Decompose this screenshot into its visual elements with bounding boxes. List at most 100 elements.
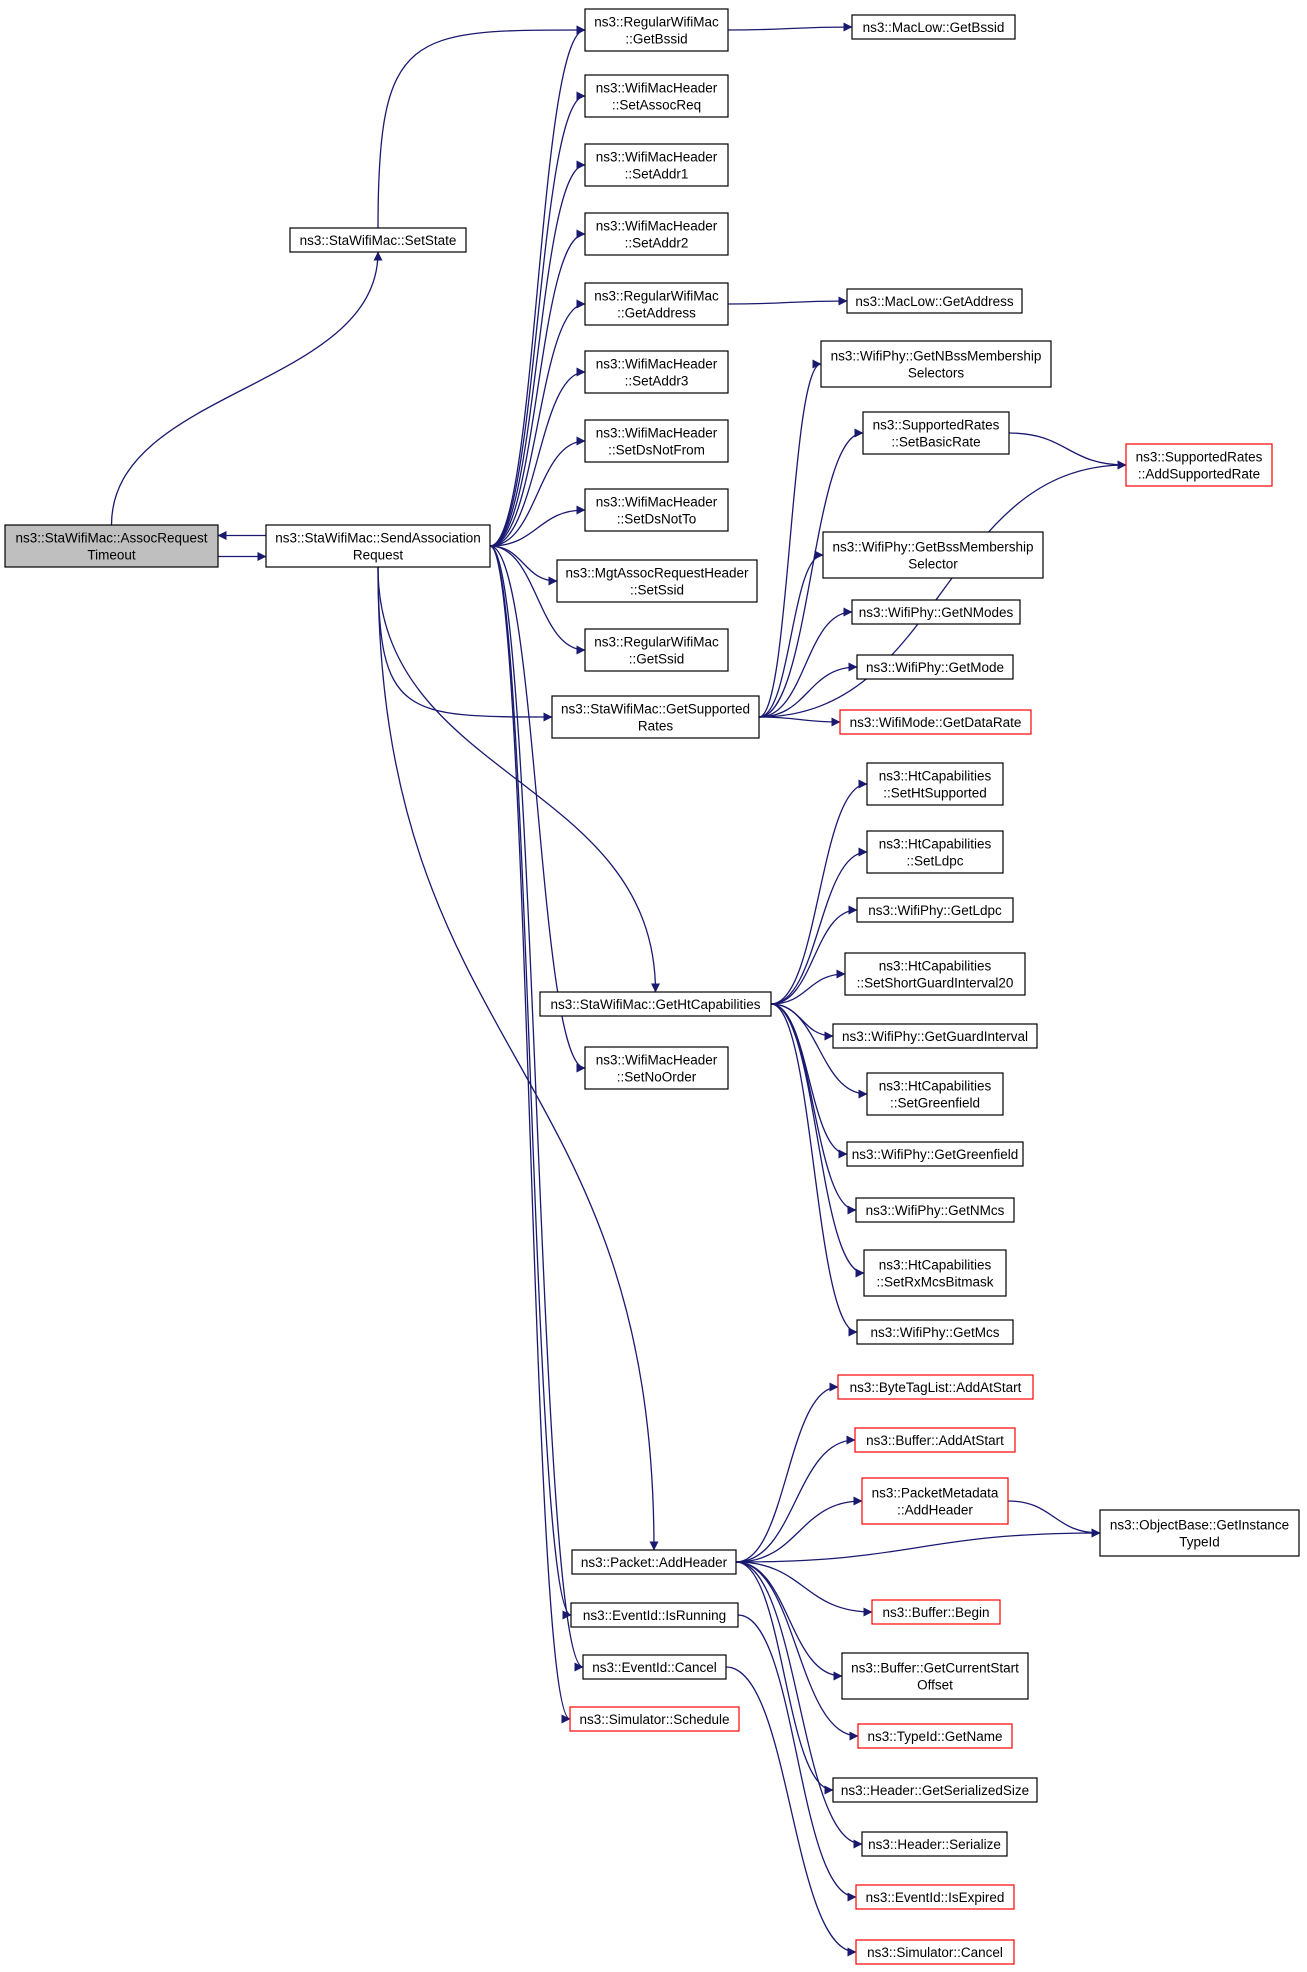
node-GetLdpc[interactable]: ns3::WifiPhy::GetLdpc bbox=[856, 897, 1014, 923]
node-Packet_AddHeader[interactable]: ns3::Packet::AddHeader bbox=[571, 1549, 737, 1575]
node-label: ns3::PacketMetadata bbox=[872, 1486, 999, 1501]
node-MgtSetSsid[interactable]: ns3::MgtAssocRequestHeader::SetSsid bbox=[556, 559, 758, 603]
edge-GetHtCapabilities-to-SetRxMcsBitmask bbox=[770, 1003, 865, 1278]
edge-GetHtCapabilities-to-SetLdpc bbox=[770, 847, 868, 1005]
node-SetAssocReq[interactable]: ns3::WifiMacHeader::SetAssocReq bbox=[584, 74, 729, 118]
node-RWM_GetSsid[interactable]: ns3::RegularWifiMac::GetSsid bbox=[584, 628, 729, 672]
node-label: ns3::WifiPhy::GetGreenfield bbox=[852, 1147, 1019, 1162]
node-box bbox=[1125, 443, 1273, 487]
node-ByteTagList_AddAtStart[interactable]: ns3::ByteTagList::AddAtStart bbox=[837, 1374, 1034, 1400]
node-Simulator_Schedule[interactable]: ns3::Simulator::Schedule bbox=[569, 1706, 740, 1732]
node-SetState[interactable]: ns3::StaWifiMac::SetState bbox=[289, 227, 467, 253]
node-GetHtCapabilities[interactable]: ns3::StaWifiMac::GetHtCapabilities bbox=[539, 991, 772, 1017]
node-box bbox=[570, 1602, 739, 1628]
node-MacLow_GetAddress[interactable]: ns3::MacLow::GetAddress bbox=[846, 288, 1023, 314]
node-label: ::GetBssid bbox=[625, 32, 687, 47]
node-label: Timeout bbox=[87, 548, 136, 563]
node-PacketMetadata_AddHeader[interactable]: ns3::PacketMetadata::AddHeader bbox=[861, 1477, 1009, 1525]
node-AddSupportedRate[interactable]: ns3::SupportedRates::AddSupportedRate bbox=[1125, 443, 1273, 487]
node-label: ns3::MgtAssocRequestHeader bbox=[565, 566, 749, 581]
edge-AssocRequestTimeout-to-SetState bbox=[110, 251, 383, 526]
node-EventId_Cancel[interactable]: ns3::EventId::Cancel bbox=[582, 1654, 727, 1680]
node-SetBasicRate[interactable]: ns3::SupportedRates::SetBasicRate bbox=[862, 411, 1010, 455]
node-Buffer_AddAtStart[interactable]: ns3::Buffer::AddAtStart bbox=[854, 1427, 1016, 1453]
edge-GetHtCapabilities-to-GetMcs bbox=[770, 1003, 858, 1337]
node-SetLdpc[interactable]: ns3::HtCapabilities::SetLdpc bbox=[866, 830, 1004, 874]
node-SetHtSupported[interactable]: ns3::HtCapabilities::SetHtSupported bbox=[866, 762, 1004, 806]
node-box bbox=[556, 559, 758, 603]
node-SetAddr3[interactable]: ns3::WifiMacHeader::SetAddr3 bbox=[584, 350, 729, 394]
node-label: ns3::EventId::Cancel bbox=[592, 1660, 717, 1675]
node-label: ns3::WifiMode::GetDataRate bbox=[850, 715, 1022, 730]
edge-SendAssociationRequest-to-Packet_AddHeader bbox=[377, 566, 659, 1551]
node-SetAddr1[interactable]: ns3::WifiMacHeader::SetAddr1 bbox=[584, 143, 729, 187]
node-label: ns3::WifiPhy::GetNModes bbox=[859, 605, 1014, 620]
node-TypeId_GetName[interactable]: ns3::TypeId::GetName bbox=[857, 1723, 1013, 1749]
node-Buffer_Begin[interactable]: ns3::Buffer::Begin bbox=[871, 1599, 1001, 1625]
node-box bbox=[584, 74, 729, 118]
edge-SendAssociationRequest-to-SetAddr3 bbox=[489, 367, 586, 547]
edge-Packet_AddHeader-to-PacketMetadata_AddHeader bbox=[735, 1496, 863, 1563]
node-GetMode[interactable]: ns3::WifiPhy::GetMode bbox=[856, 654, 1014, 680]
node-label: ::AddHeader bbox=[897, 1503, 973, 1518]
node-label: ns3::Packet::AddHeader bbox=[581, 1555, 728, 1570]
node-label: ns3::WifiMacHeader bbox=[596, 1053, 718, 1068]
edge-RWM_GetBssid-to-MacLow_GetBssid bbox=[727, 22, 853, 32]
node-GetNModes[interactable]: ns3::WifiPhy::GetNModes bbox=[851, 599, 1021, 625]
node-label: ::SetAssocReq bbox=[612, 98, 701, 113]
node-GetSerializedSize[interactable]: ns3::Header::GetSerializedSize bbox=[832, 1777, 1038, 1803]
node-label: ns3::WifiPhy::GetNBssMembership bbox=[831, 349, 1042, 364]
node-label: Request bbox=[353, 548, 404, 563]
edge-GetSupportedRates-to-AddSupportedRate bbox=[758, 460, 1127, 718]
node-GetGreenfield[interactable]: ns3::WifiPhy::GetGreenfield bbox=[846, 1141, 1024, 1167]
node-box bbox=[551, 695, 760, 739]
node-label: ns3::HtCapabilities bbox=[879, 837, 992, 852]
node-EventId_IsRunning[interactable]: ns3::EventId::IsRunning bbox=[570, 1602, 739, 1628]
node-label: ns3::Simulator::Schedule bbox=[579, 1712, 729, 1727]
node-RWM_GetAddress[interactable]: ns3::RegularWifiMac::GetAddress bbox=[584, 282, 729, 326]
node-SetRxMcsBitmask[interactable]: ns3::HtCapabilities::SetRxMcsBitmask bbox=[863, 1249, 1007, 1297]
edge-GetHtCapabilities-to-GetLdpc bbox=[770, 905, 858, 1005]
node-SetShortGuardInterval20[interactable]: ns3::HtCapabilities::SetShortGuardInterv… bbox=[844, 952, 1026, 996]
node-box bbox=[862, 411, 1010, 455]
node-GetGuardInterval[interactable]: ns3::WifiPhy::GetGuardInterval bbox=[832, 1023, 1038, 1049]
node-GetDataRate[interactable]: ns3::WifiMode::GetDataRate bbox=[839, 709, 1032, 735]
node-SetAddr2[interactable]: ns3::WifiMacHeader::SetAddr2 bbox=[584, 212, 729, 256]
node-MacLow_GetBssid[interactable]: ns3::MacLow::GetBssid bbox=[851, 14, 1016, 40]
node-Header_Serialize[interactable]: ns3::Header::Serialize bbox=[861, 1831, 1008, 1857]
node-box bbox=[855, 1939, 1015, 1965]
node-label: ::SetRxMcsBitmask bbox=[876, 1275, 993, 1290]
node-EventId_IsExpired[interactable]: ns3::EventId::IsExpired bbox=[855, 1884, 1015, 1910]
edge-Packet_AddHeader-to-GetInstanceTypeId bbox=[735, 1528, 1101, 1563]
node-SetDsNotFrom[interactable]: ns3::WifiMacHeader::SetDsNotFrom bbox=[584, 419, 729, 463]
node-box bbox=[571, 1549, 737, 1575]
node-box bbox=[584, 1046, 729, 1090]
node-RWM_GetBssid[interactable]: ns3::RegularWifiMac::GetBssid bbox=[584, 8, 729, 52]
node-box bbox=[863, 1249, 1007, 1297]
node-GetNMcs[interactable]: ns3::WifiPhy::GetNMcs bbox=[855, 1197, 1015, 1223]
node-label: ::SetDsNotTo bbox=[617, 512, 697, 527]
node-SetDsNotTo[interactable]: ns3::WifiMacHeader::SetDsNotTo bbox=[584, 488, 729, 532]
node-label: ns3::WifiPhy::GetGuardInterval bbox=[842, 1029, 1028, 1044]
edge-SendAssociationRequest-to-Simulator_Schedule bbox=[489, 545, 571, 1724]
node-Simulator_Cancel[interactable]: ns3::Simulator::Cancel bbox=[855, 1939, 1015, 1965]
node-box bbox=[832, 1777, 1038, 1803]
node-label: ::AddSupportedRate bbox=[1138, 467, 1260, 482]
node-label: ns3::HtCapabilities bbox=[879, 959, 992, 974]
node-SetGreenfield[interactable]: ns3::HtCapabilities::SetGreenfield bbox=[866, 1072, 1004, 1116]
node-box bbox=[539, 991, 772, 1017]
edge-GetSupportedRates-to-SetBasicRate bbox=[758, 428, 864, 718]
node-box bbox=[854, 1427, 1016, 1453]
edge-SetBasicRate-to-AddSupportedRate bbox=[1008, 432, 1127, 470]
node-box bbox=[584, 8, 729, 52]
node-GetMcs[interactable]: ns3::WifiPhy::GetMcs bbox=[856, 1319, 1014, 1345]
node-SetNoOrder[interactable]: ns3::WifiMacHeader::SetNoOrder bbox=[584, 1046, 729, 1090]
node-box bbox=[861, 1831, 1008, 1857]
